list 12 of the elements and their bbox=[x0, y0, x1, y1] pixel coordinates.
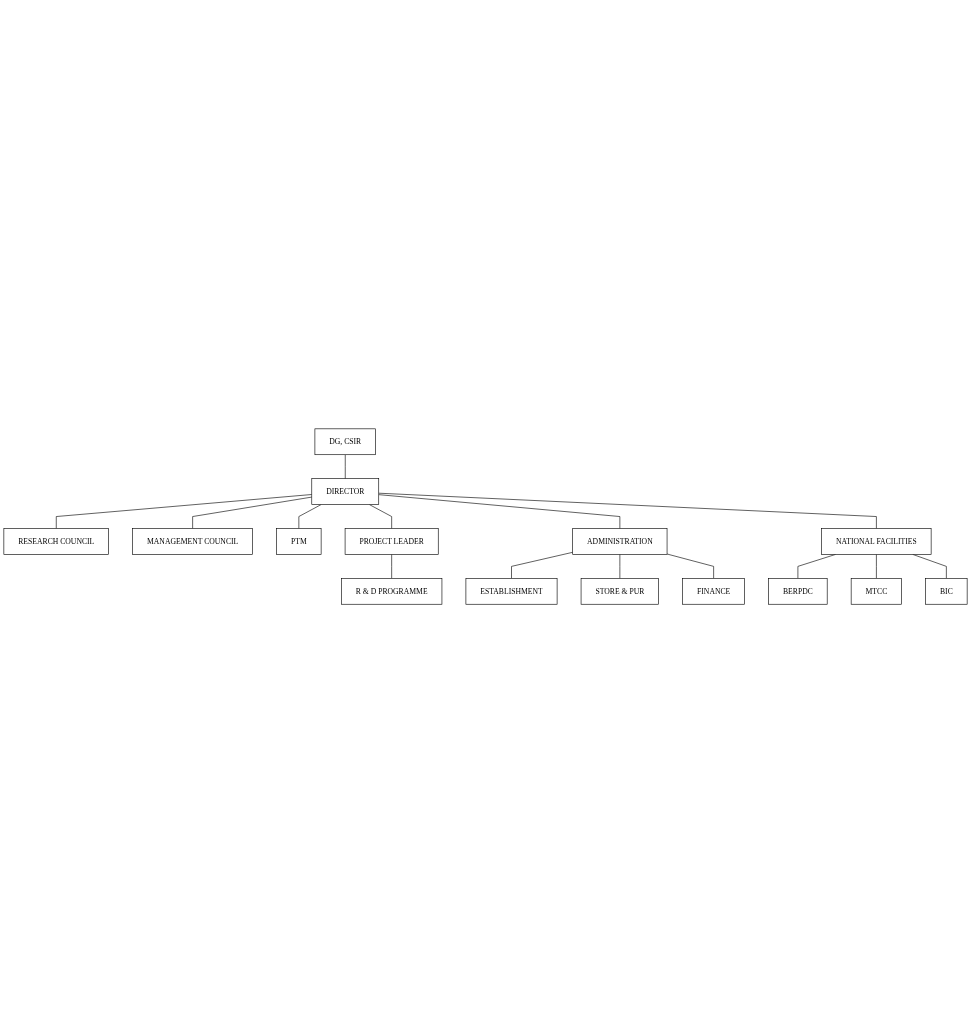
connector bbox=[55, 494, 313, 529]
connector bbox=[369, 504, 392, 529]
connector bbox=[192, 496, 313, 529]
connector bbox=[511, 551, 573, 579]
connector bbox=[344, 454, 346, 479]
connector bbox=[619, 554, 621, 579]
connector bbox=[391, 554, 392, 579]
connector bbox=[666, 553, 714, 579]
connector bbox=[876, 554, 877, 579]
connector bbox=[298, 504, 322, 529]
connector bbox=[378, 492, 877, 529]
connector bbox=[378, 494, 621, 529]
